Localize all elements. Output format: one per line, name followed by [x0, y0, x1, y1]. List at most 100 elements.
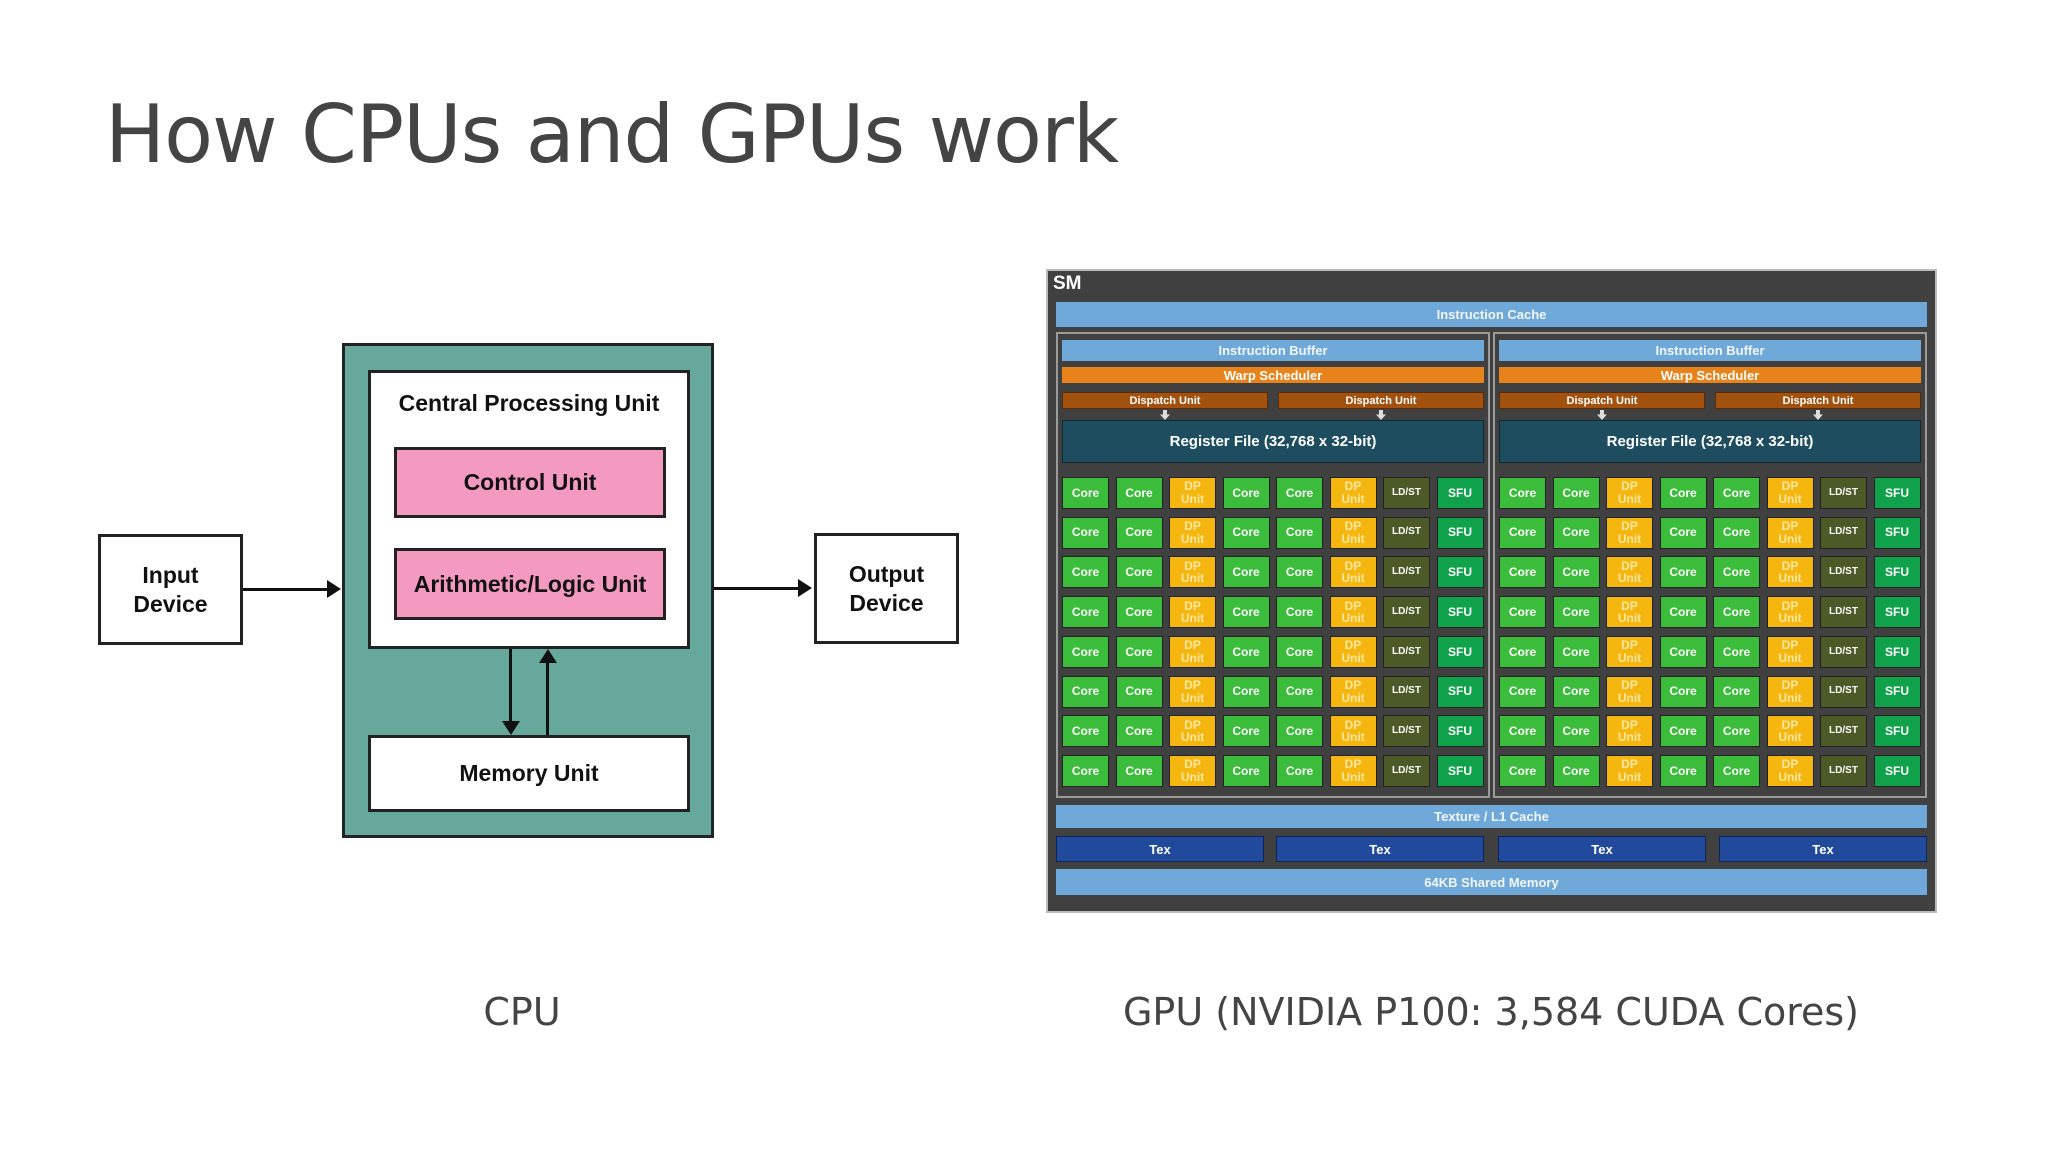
cuda-core: Core: [1552, 675, 1600, 708]
cuda-core: Core: [1276, 715, 1323, 748]
cuda-core: Core: [1062, 754, 1109, 787]
arrow-down-icon: [1376, 410, 1386, 420]
cuda-core: Core: [1115, 675, 1163, 708]
down-arrow-line: [509, 649, 512, 721]
cuda-core: Core: [1713, 635, 1760, 668]
output-device-box: Output Device: [814, 533, 959, 644]
instruction-cache: Instruction Cache: [1056, 302, 1927, 327]
cuda-core: Core: [1552, 715, 1600, 748]
cuda-core: Core: [1276, 556, 1323, 589]
cuda-core: Core: [1115, 715, 1163, 748]
cuda-core: Core: [1062, 715, 1109, 748]
cuda-core: Core: [1659, 596, 1707, 629]
arrow-down-icon: [502, 721, 520, 735]
arrow-up-icon: [539, 649, 557, 663]
cuda-core: Core: [1062, 675, 1109, 708]
central-processing-unit-label: Central Processing Unit: [398, 390, 660, 416]
cuda-core: Core: [1499, 556, 1546, 589]
cuda-core: Core: [1552, 754, 1600, 787]
dispatch-unit: Dispatch Unit: [1062, 392, 1268, 409]
sfu-unit: SFU: [1873, 635, 1921, 668]
arrow-down-icon: [1813, 410, 1823, 420]
cuda-core: Core: [1713, 754, 1760, 787]
ld-st-unit: LD/ST: [1820, 516, 1867, 549]
cuda-core: Core: [1222, 516, 1270, 549]
control-unit-box: Control Unit: [394, 447, 666, 518]
cuda-core: Core: [1499, 754, 1546, 787]
ld-st-unit: LD/ST: [1383, 516, 1430, 549]
dispatch-unit: Dispatch Unit: [1278, 392, 1484, 409]
sfu-unit: SFU: [1873, 556, 1921, 589]
ld-st-unit: LD/ST: [1820, 556, 1867, 589]
processing-block: [1056, 332, 1490, 798]
warp-scheduler: Warp Scheduler: [1062, 367, 1484, 383]
memory-unit-label: Memory Unit: [459, 760, 599, 786]
ld-st-unit: LD/ST: [1383, 754, 1430, 787]
gpu-caption: GPU (NVIDIA P100: 3,584 CUDA Cores): [1122, 990, 1860, 1034]
tex-unit: Tex: [1276, 836, 1484, 862]
cpu-caption: CPU: [483, 990, 561, 1034]
output-device-label: Output Device: [848, 560, 925, 616]
cuda-core: Core: [1062, 516, 1109, 549]
sfu-unit: SFU: [1873, 675, 1921, 708]
cuda-core: Core: [1499, 635, 1546, 668]
cuda-core: Core: [1659, 754, 1707, 787]
cuda-core: Core: [1115, 754, 1163, 787]
input-device-label: Input Device: [133, 561, 208, 617]
sfu-unit: SFU: [1436, 516, 1484, 549]
register-file: Register File (32,768 x 32-bit): [1062, 420, 1484, 463]
cuda-core: Core: [1499, 675, 1546, 708]
sm-label: SM: [1053, 273, 1082, 294]
cuda-core: Core: [1222, 675, 1270, 708]
cuda-core: Core: [1713, 715, 1760, 748]
input-arrow-line: [243, 588, 329, 591]
ld-st-unit: LD/ST: [1820, 635, 1867, 668]
cuda-core: Core: [1499, 596, 1546, 629]
arrow-right-icon: [798, 579, 812, 597]
ld-st-unit: LD/ST: [1820, 754, 1867, 787]
texture-l1-cache: Texture / L1 Cache: [1056, 805, 1927, 828]
cuda-core: Core: [1222, 715, 1270, 748]
cuda-core: Core: [1115, 516, 1163, 549]
tex-unit: Tex: [1498, 836, 1706, 862]
cuda-core: Core: [1222, 754, 1270, 787]
ld-st-unit: LD/ST: [1820, 596, 1867, 629]
cuda-core: Core: [1659, 675, 1707, 708]
cuda-core: Core: [1659, 635, 1707, 668]
cuda-core: Core: [1222, 635, 1270, 668]
cuda-core: Core: [1276, 675, 1323, 708]
cuda-core: Core: [1062, 596, 1109, 629]
ld-st-unit: LD/ST: [1820, 715, 1867, 748]
cuda-core: Core: [1659, 715, 1707, 748]
control-unit-label: Control Unit: [463, 469, 597, 495]
sfu-unit: SFU: [1436, 675, 1484, 708]
ld-st-unit: LD/ST: [1383, 477, 1430, 509]
sfu-unit: SFU: [1873, 754, 1921, 787]
ld-st-unit: LD/ST: [1820, 477, 1867, 509]
cuda-core: Core: [1115, 596, 1163, 629]
shared-memory: 64KB Shared Memory: [1056, 869, 1927, 895]
cuda-core: Core: [1062, 635, 1109, 668]
cuda-core: Core: [1552, 516, 1600, 549]
cuda-core: Core: [1222, 596, 1270, 629]
cuda-core: Core: [1276, 477, 1323, 509]
page-title: How CPUs and GPUs work: [105, 88, 1119, 181]
cuda-core: Core: [1552, 477, 1600, 509]
cuda-core: Core: [1222, 477, 1270, 509]
